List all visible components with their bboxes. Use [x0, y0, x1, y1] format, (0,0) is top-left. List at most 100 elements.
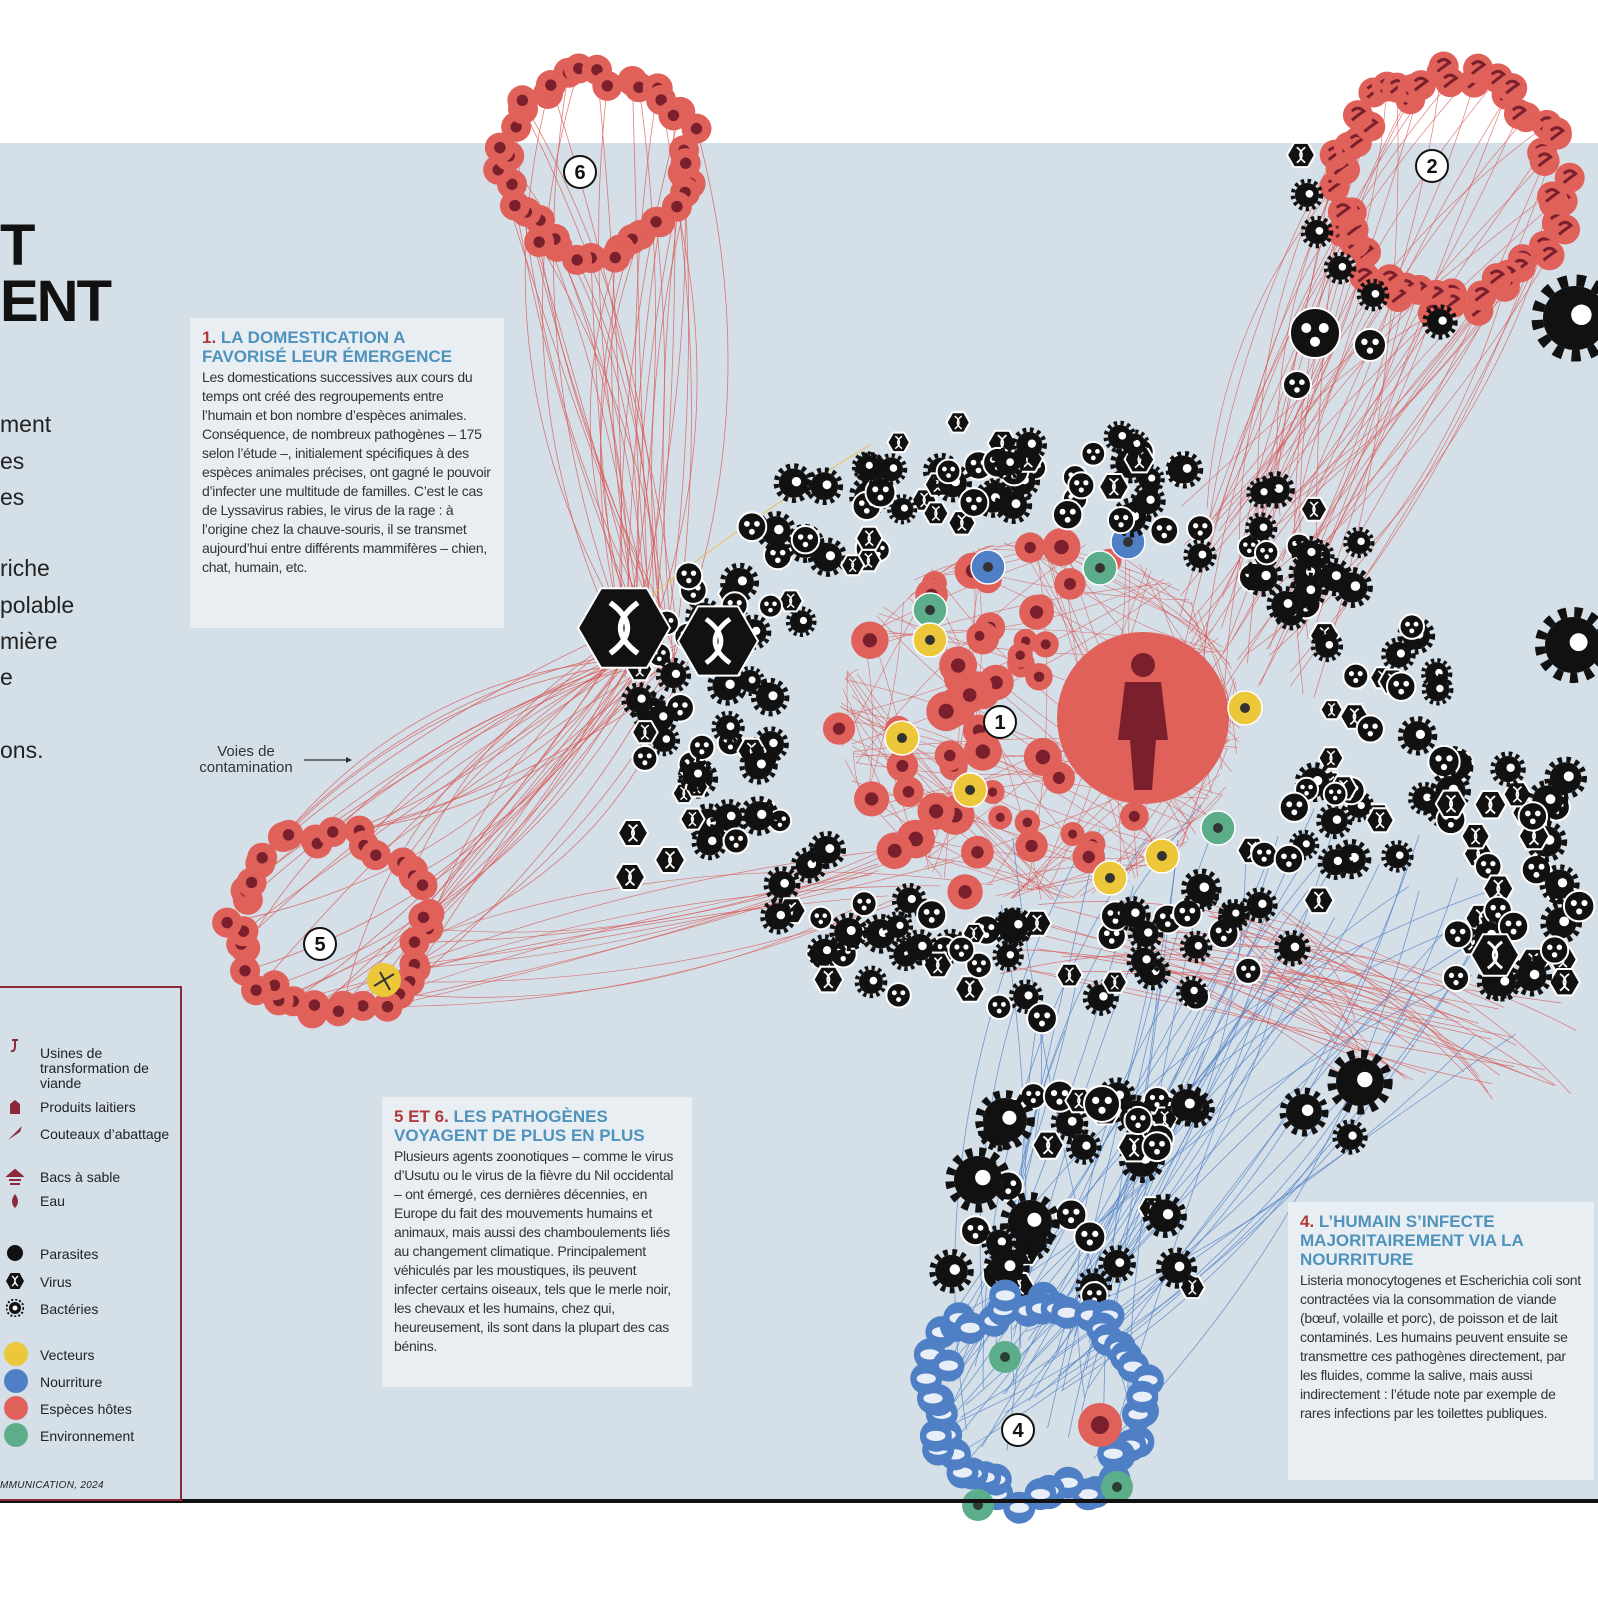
contamination-link: [1015, 949, 1404, 1076]
parasite-eye: [992, 1001, 998, 1007]
vector-icon: [1123, 537, 1133, 547]
bacteria-spikes: [1066, 1129, 1102, 1165]
bacteria-spikes: [1126, 943, 1162, 979]
bacteria-spikes: [1331, 838, 1372, 880]
parasite-eye: [1154, 1102, 1160, 1108]
parasite-eye: [681, 570, 687, 576]
parasite-eye: [1353, 678, 1359, 684]
contamination-link: [387, 843, 943, 1008]
parasite-icon: [1019, 1082, 1048, 1110]
animal-silhouette-icon: [282, 829, 295, 841]
parasite-icon: [1250, 840, 1279, 869]
bacteria-nucleus: [889, 464, 898, 472]
parasite-eye: [749, 528, 755, 535]
bacteria-nucleus: [1024, 991, 1033, 1000]
animal-silhouette-icon: [950, 658, 966, 673]
cluster-number-badge: [563, 155, 597, 189]
contamination-link: [247, 655, 621, 901]
bacteria-nucleus: [1357, 1071, 1373, 1088]
parasite-eye: [971, 504, 977, 511]
contamination-link: [414, 861, 955, 965]
parasite-eye: [1154, 1148, 1160, 1155]
parasite-eye: [1044, 1012, 1051, 1019]
parasite-eye: [1247, 548, 1252, 554]
bacteria-spikes: [1421, 673, 1454, 706]
parasite-eye: [942, 466, 947, 472]
parasite-eye: [1490, 860, 1496, 867]
bacteria-spikes: [750, 677, 790, 717]
bacteria-spikes: [1291, 535, 1327, 571]
parasite-eye: [1308, 784, 1313, 790]
vector-icon: [1240, 703, 1250, 713]
parasite-icon: [947, 935, 976, 964]
bacteria-spikes: [760, 898, 797, 935]
parasite-eye: [1361, 338, 1368, 345]
bacteria-nucleus: [756, 759, 766, 769]
dna-strand-icon: [920, 492, 929, 508]
parasite-icon: [1051, 498, 1084, 531]
parasite-eye: [1500, 904, 1506, 911]
contamination-link: [842, 688, 852, 705]
cluster-number: 1: [994, 712, 1005, 734]
animal-silhouette-icon: [311, 837, 324, 850]
contamination-link: [621, 87, 657, 654]
annotation-number: 4.: [1300, 1212, 1315, 1231]
food-item-icon: [926, 1430, 946, 1441]
food-item-icon: [995, 1290, 1015, 1301]
bacteria-spikes: [1300, 215, 1334, 249]
parasite-eye: [690, 592, 697, 598]
parasite-eye: [900, 990, 906, 996]
legend-item-virus: Virus: [40, 1274, 72, 1290]
parasite-icon: [758, 593, 784, 619]
contamination-link: [1239, 211, 1344, 578]
cluster-number-badge: [1415, 149, 1449, 183]
lead-text-fragment: es: [0, 484, 25, 510]
bacteria-nucleus: [1325, 641, 1334, 649]
bacteria-nucleus: [1307, 547, 1316, 557]
environment-icon: [1112, 1482, 1122, 1492]
host-color-dot: [4, 1396, 28, 1420]
contamination-link: [1190, 85, 1422, 654]
dna-strand-icon: [932, 956, 943, 974]
dna-strand-icon: [608, 600, 640, 656]
bacteria-spikes: [1257, 471, 1295, 509]
parasite-eye: [946, 473, 951, 478]
dna-strand-icon: [688, 811, 697, 827]
bacteria-spikes: [655, 657, 691, 693]
animal-silhouette-icon: [690, 122, 703, 135]
parasite-icon: [935, 458, 962, 485]
parasite-eye: [733, 842, 739, 848]
parasite-eye: [1010, 1180, 1017, 1187]
virus-icon: [630, 720, 659, 745]
parasite-eye: [822, 913, 828, 918]
parasite-icon: [808, 905, 834, 931]
contamination-arrow-icon: [304, 757, 352, 763]
parasite-eye: [775, 557, 781, 564]
parasite-icon: [1067, 471, 1096, 500]
contamination-link: [1123, 951, 1493, 1085]
bacteria-spikes: [790, 847, 828, 884]
snake-icon: [1557, 220, 1574, 236]
parasite-eye: [807, 534, 813, 540]
contamination-link: [412, 635, 624, 871]
animal-silhouette-icon: [1128, 810, 1140, 822]
virus-icon: [953, 975, 986, 1003]
parasite-eye: [744, 521, 750, 527]
parasite-icon: [916, 899, 948, 931]
virus-icon: [653, 846, 687, 874]
parasite-eye: [1556, 944, 1563, 951]
bacteria-spikes: [1397, 716, 1438, 756]
food-item-icon: [938, 1360, 959, 1371]
bacteria-nucleus: [791, 476, 802, 487]
contamination-link: [619, 111, 681, 628]
bacteria-spikes: [1241, 887, 1278, 923]
parasite-eye: [866, 898, 871, 904]
virus-icon: [839, 554, 866, 577]
virus-icon: [1055, 962, 1084, 988]
bacteria-spikes: [1134, 954, 1171, 991]
parasite-eye: [738, 835, 744, 841]
parasite-eye: [1372, 723, 1378, 729]
contamination-link: [981, 981, 1217, 1448]
